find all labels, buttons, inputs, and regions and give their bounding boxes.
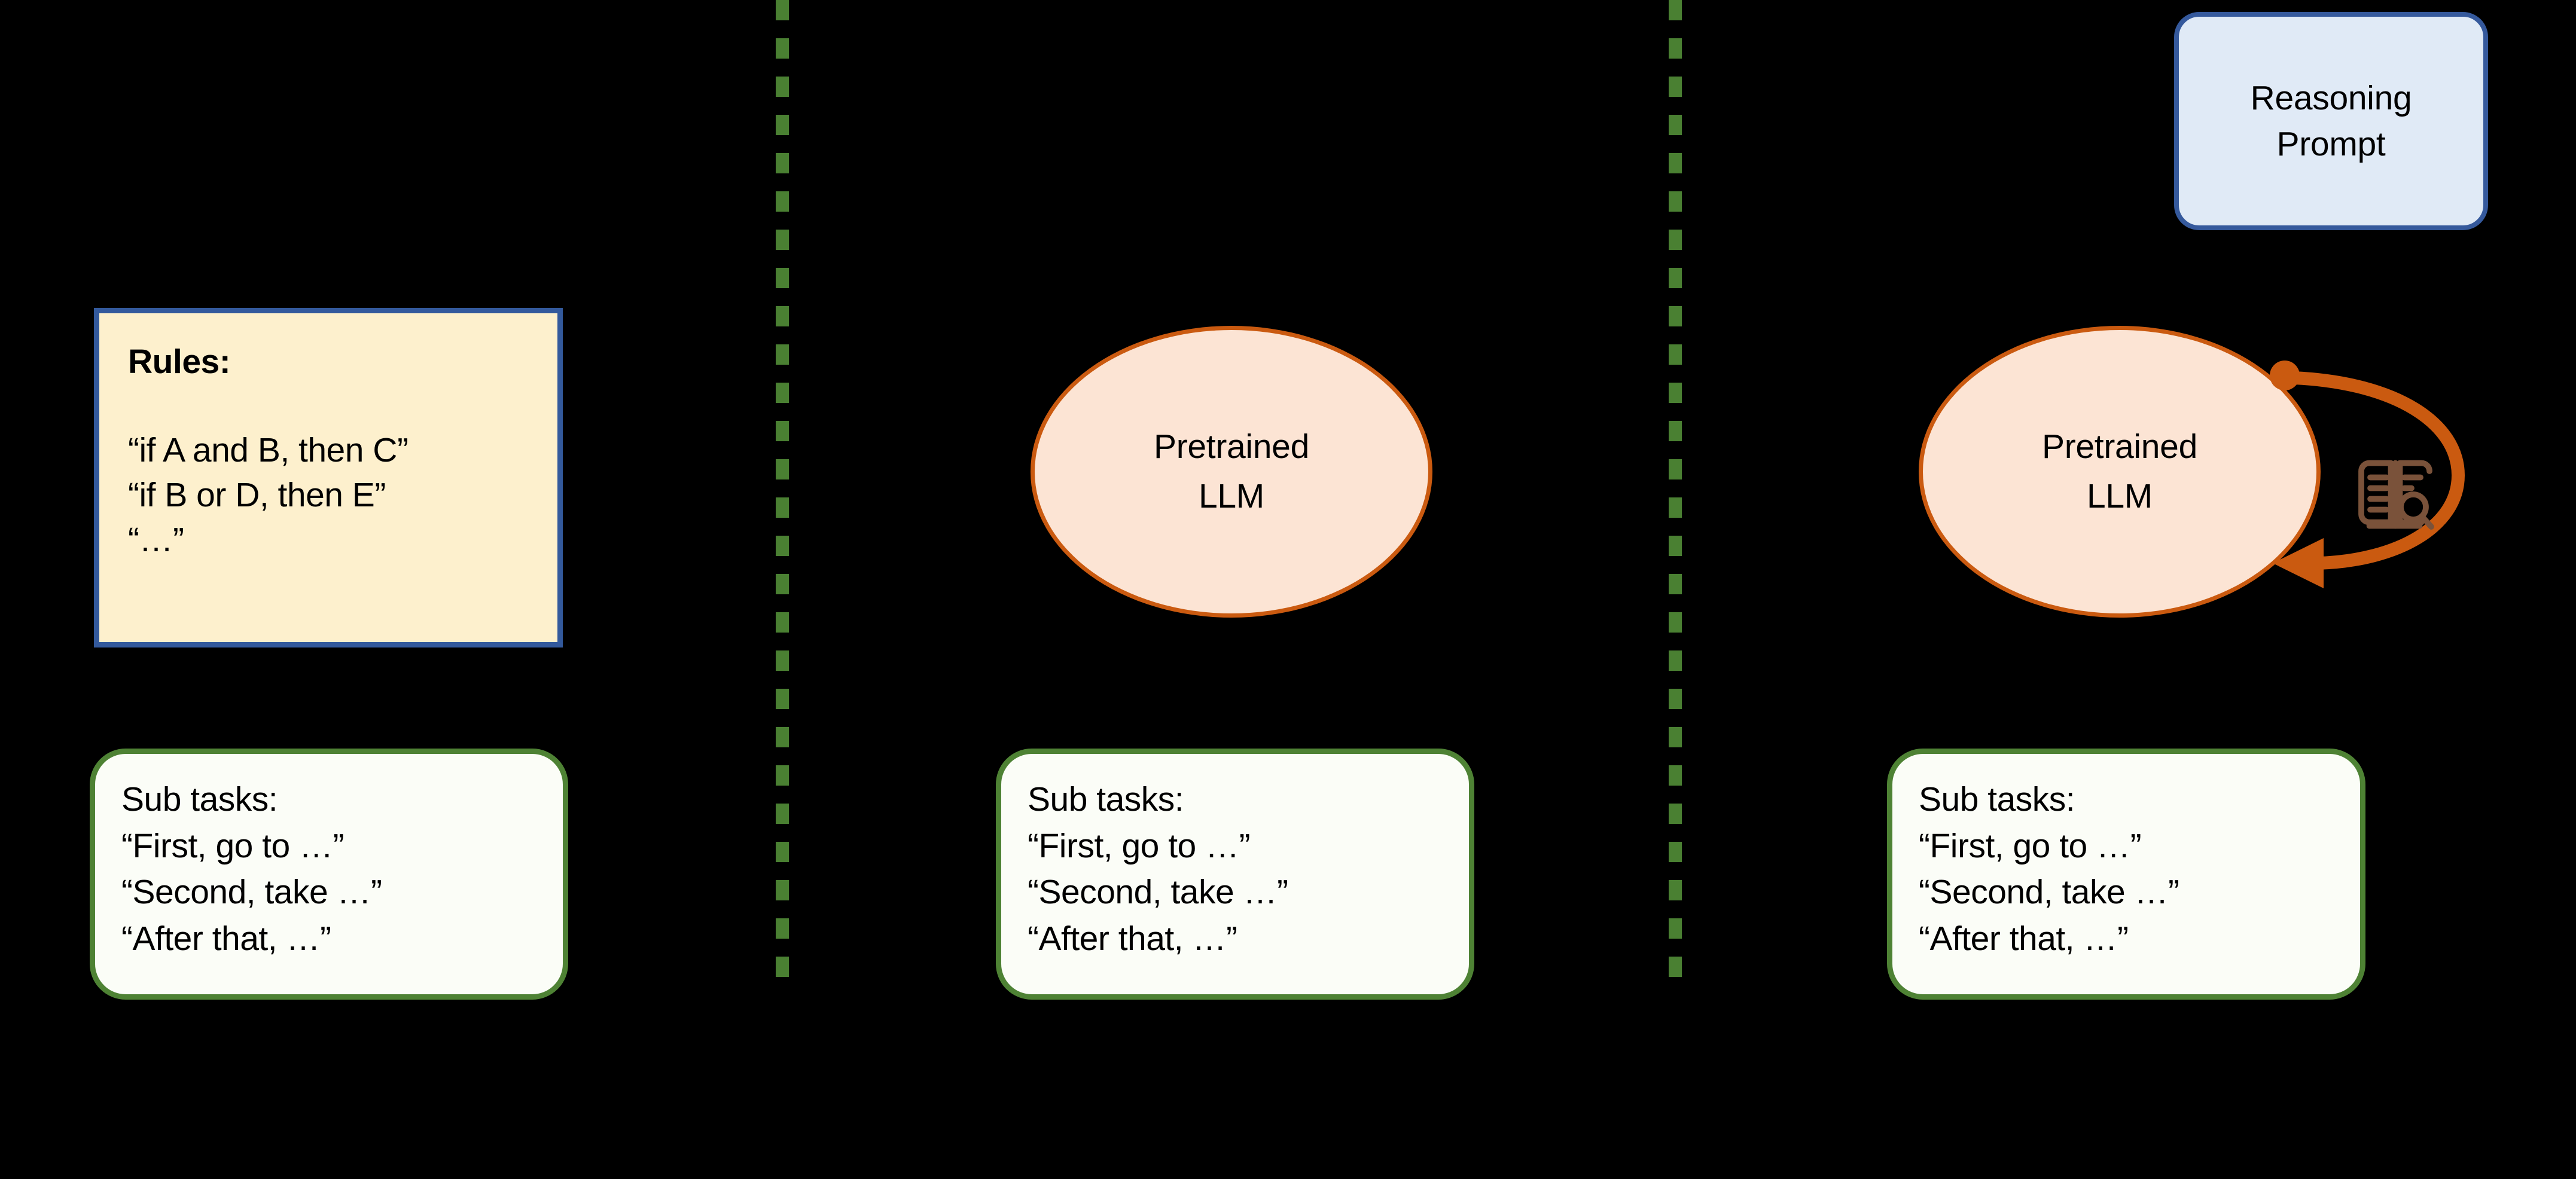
- llm-label-line2: LLM: [2087, 477, 2153, 515]
- rules-line-list: “if A and B, then C” “if B or D, then E”…: [128, 428, 534, 563]
- subtasks-line: “First, go to …”: [1919, 826, 2142, 865]
- rules-line: “…”: [128, 521, 184, 560]
- reasoning-prompt-line2: Prompt: [2276, 124, 2386, 163]
- rules-line: “if A and B, then C”: [128, 430, 408, 469]
- subtasks-title: Sub tasks:: [1028, 780, 1184, 818]
- column-divider-2: [1669, 0, 1682, 992]
- subtasks-line: “First, go to …”: [121, 826, 345, 865]
- subtasks-title: Sub tasks:: [121, 780, 278, 818]
- reasoning-prompt-box: Reasoning Prompt: [2174, 12, 2488, 230]
- subtasks-line: “Second, take …”: [1919, 873, 2179, 912]
- pretrained-llm-middle: Pretrained LLM: [1031, 326, 1432, 618]
- rules-line: “if B or D, then E”: [128, 476, 386, 515]
- llm-label-line2: LLM: [1199, 477, 1264, 515]
- reasoning-prompt-line1: Reasoning: [2250, 78, 2412, 117]
- rules-box: Rules: “if A and B, then C” “if B or D, …: [94, 308, 563, 647]
- subtasks-line: “After that, …”: [1919, 919, 2129, 958]
- book-search-icon: [2358, 460, 2434, 530]
- rules-title: Rules:: [128, 343, 231, 381]
- pretrained-llm-right: Pretrained LLM: [1919, 326, 2321, 618]
- column-divider-1: [776, 0, 789, 992]
- subtasks-line: “Second, take …”: [1028, 873, 1288, 912]
- llm-label-line1: Pretrained: [1154, 427, 1309, 466]
- subtasks-line: “After that, …”: [1028, 919, 1237, 958]
- subtasks-box-middle: Sub tasks: “First, go to …” “Second, tak…: [996, 749, 1474, 1000]
- subtasks-line: “First, go to …”: [1028, 826, 1251, 865]
- subtasks-box-left: Sub tasks: “First, go to …” “Second, tak…: [90, 749, 568, 1000]
- llm-label-line1: Pretrained: [2042, 427, 2197, 466]
- subtasks-box-right: Sub tasks: “First, go to …” “Second, tak…: [1887, 749, 2365, 1000]
- subtasks-title: Sub tasks:: [1919, 780, 2075, 818]
- subtasks-line: “Second, take …”: [121, 873, 382, 912]
- subtasks-line: “After that, …”: [121, 919, 331, 958]
